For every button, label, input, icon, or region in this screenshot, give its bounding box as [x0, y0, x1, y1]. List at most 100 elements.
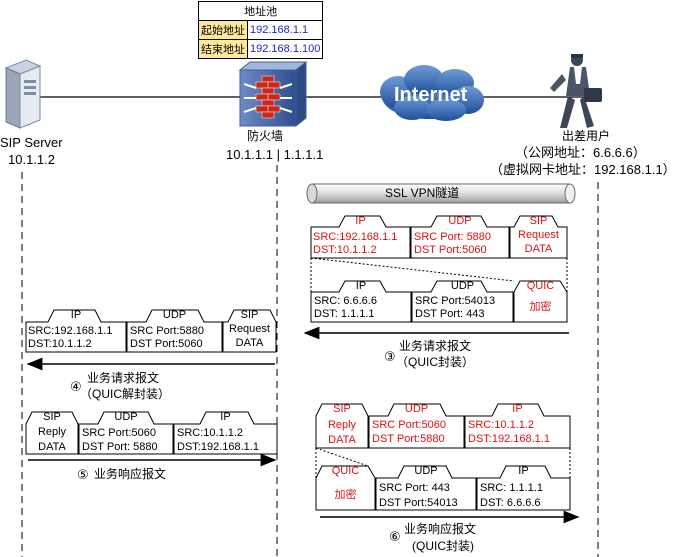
pkt-sip-line2: DATA — [328, 434, 356, 446]
pkt-udp-src: SRC Port: 443 — [379, 482, 450, 494]
server-icon — [4, 59, 42, 129]
pool-start-value: 192.168.1.1 — [246, 20, 324, 40]
pkt-udp-src: SRC Port:5060 — [82, 427, 156, 439]
pool-end-value: 192.168.1.100 — [246, 39, 324, 59]
pkt-sip-title: SIP — [529, 215, 548, 227]
pkt-sip-line2: DATA — [235, 337, 264, 349]
pkt-ip-title: IP — [220, 411, 231, 423]
user-name: 出差用户 — [562, 129, 611, 143]
firewall-icon — [238, 60, 308, 128]
pkt-udp-src: SRC Port:5060 — [372, 419, 446, 431]
step4-number: ④ — [70, 379, 82, 394]
pkt-ip-dst: DST:192.168.1.1 — [468, 433, 550, 445]
pkt-sip-title: SIP — [333, 403, 351, 415]
pkt-ip-src: SRC:10.1.1.2 — [468, 419, 535, 431]
pkt-sip-title: SIP — [240, 309, 259, 321]
pkt-ip-dst: DST: 1.1.1.1 — [314, 308, 375, 320]
pkt-quic-box — [315, 465, 376, 511]
pkt-sip-box — [25, 411, 79, 455]
pkt-udp-src: SRC Port: 5880 — [414, 231, 492, 243]
pkt-ip-dst: DST:10.1.1.2 — [313, 244, 377, 256]
pkt-ip-box — [25, 309, 127, 353]
address-pool-table: 地址池 起始地址 192.168.1.1 结束地址 192.168.1.100 — [197, 1, 324, 59]
pkt-udp-dst: DST Port:5060 — [414, 244, 487, 256]
step5-number: ⑤ — [77, 467, 89, 482]
internet-cloud-icon — [380, 65, 484, 121]
pkt-udp-title: UDP — [404, 403, 429, 415]
pkt-udp-box — [368, 403, 465, 449]
step3-label: 业务请求报文 — [399, 339, 472, 353]
pkt-udp-title: UDP — [450, 280, 475, 292]
pkt-ip-box — [476, 465, 571, 511]
pkt-ip-title: IP — [518, 465, 529, 477]
pkt-sip-line1: Request — [229, 323, 270, 335]
step4-label: 业务请求报文 — [87, 371, 160, 385]
pkt-ip-title: IP — [355, 215, 366, 227]
pkt-ip-title: IP — [355, 280, 367, 292]
pkt-udp-box — [78, 411, 174, 455]
step3-number: ③ — [384, 349, 396, 364]
pkt-ip-box — [310, 215, 411, 259]
pkt-udp-box — [126, 309, 223, 353]
pkt-ip-box — [173, 411, 278, 455]
pkt-ip-src: SRC:10.1.1.2 — [177, 427, 244, 439]
pkt-quic-body: 加密 — [334, 489, 357, 501]
pkt-udp-dst: DST Port:5060 — [130, 338, 203, 350]
pkt-quic-title: QUIC — [526, 280, 555, 292]
traveler-icon — [550, 54, 602, 128]
pkt-udp-box — [411, 280, 514, 323]
user-virtual-ip: （虚拟网卡地址：192.168.1.1） — [490, 162, 676, 177]
firewall-name: 防火墙 — [247, 129, 284, 143]
pool-end-key: 结束地址 — [198, 39, 248, 59]
pkt-sip-line1: Reply — [37, 426, 67, 438]
pkt-quic-title: QUIC — [331, 465, 360, 477]
user-public-ip: （公网地址：6.6.6.6） — [515, 145, 646, 160]
step4-sublabel: （QUIC解封装） — [80, 387, 171, 401]
pkt-sip-box — [509, 215, 568, 259]
pkt-udp-box — [410, 215, 510, 259]
step5-label: 业务响应报文 — [94, 467, 167, 481]
pkt-sip-line1: Request — [518, 229, 559, 241]
step6-sublabel: (QUIC封装) — [412, 539, 474, 553]
pkt-ip-dst: DST: 6.6.6.6 — [480, 497, 541, 509]
step3-sublabel: （QUIC封装） — [396, 355, 475, 369]
tunnel-label: SSL VPN隧道 — [385, 186, 460, 200]
pkt-udp-title: UDP — [448, 215, 472, 227]
pkt-udp-src: SRC Port:54013 — [415, 295, 496, 307]
pkt-udp-box — [375, 465, 477, 511]
pkt-udp-title: UDP — [414, 465, 438, 477]
step6-number: ⑥ — [389, 529, 401, 544]
pkt-ip-src: SRC:192.168.1.1 — [28, 325, 113, 337]
address-pool-title: 地址池 — [197, 1, 324, 21]
pkt-ip-src: SRC:192.168.1.1 — [313, 231, 398, 243]
sip-server-ip: 10.1.1.2 — [8, 152, 55, 167]
pkt-udp-src: SRC Port:5880 — [130, 325, 204, 337]
internet-label: Internet — [394, 84, 468, 106]
pool-start-key: 起始地址 — [198, 20, 248, 40]
pkt-quic-body: 加密 — [529, 301, 552, 313]
pkt-udp-dst: DST Port: 443 — [415, 308, 485, 320]
pkt-sip-line2: DATA — [38, 441, 66, 453]
pkt-sip-box — [222, 309, 277, 353]
pkt-ip-box — [310, 280, 412, 323]
pkt-udp-title: UDP — [162, 309, 187, 321]
pkt-sip-line1: Reply — [327, 419, 357, 431]
pkt-sip-line2: DATA — [524, 243, 553, 255]
pkt-udp-dst: DST Port:54013 — [379, 497, 458, 509]
ssl-vpn-tunnel — [306, 183, 576, 204]
pkt-ip-box — [464, 403, 571, 449]
pkt-udp-dst: DST Port: 5880 — [82, 441, 158, 453]
firewall-ip: 10.1.1.1 | 1.1.1.1 — [226, 147, 324, 162]
sip-server-name: SIP Server — [0, 135, 63, 150]
pkt-udp-dst: DST Port:5880 — [372, 433, 445, 445]
pkt-ip-title: IP — [70, 309, 82, 321]
pkt-sip-title: SIP — [43, 411, 61, 423]
pkt-ip-dst: DST:192.168.1.1 — [177, 441, 259, 453]
pkt-ip-title: IP — [512, 403, 523, 415]
pkt-udp-title: UDP — [114, 411, 138, 423]
step6-label: 业务响应报文 — [404, 522, 477, 536]
pkt-ip-dst: DST:10.1.1.2 — [28, 338, 92, 350]
pkt-ip-src: SRC: 1.1.1.1 — [480, 482, 543, 494]
pkt-ip-src: SRC: 6.6.6.6 — [314, 295, 377, 307]
